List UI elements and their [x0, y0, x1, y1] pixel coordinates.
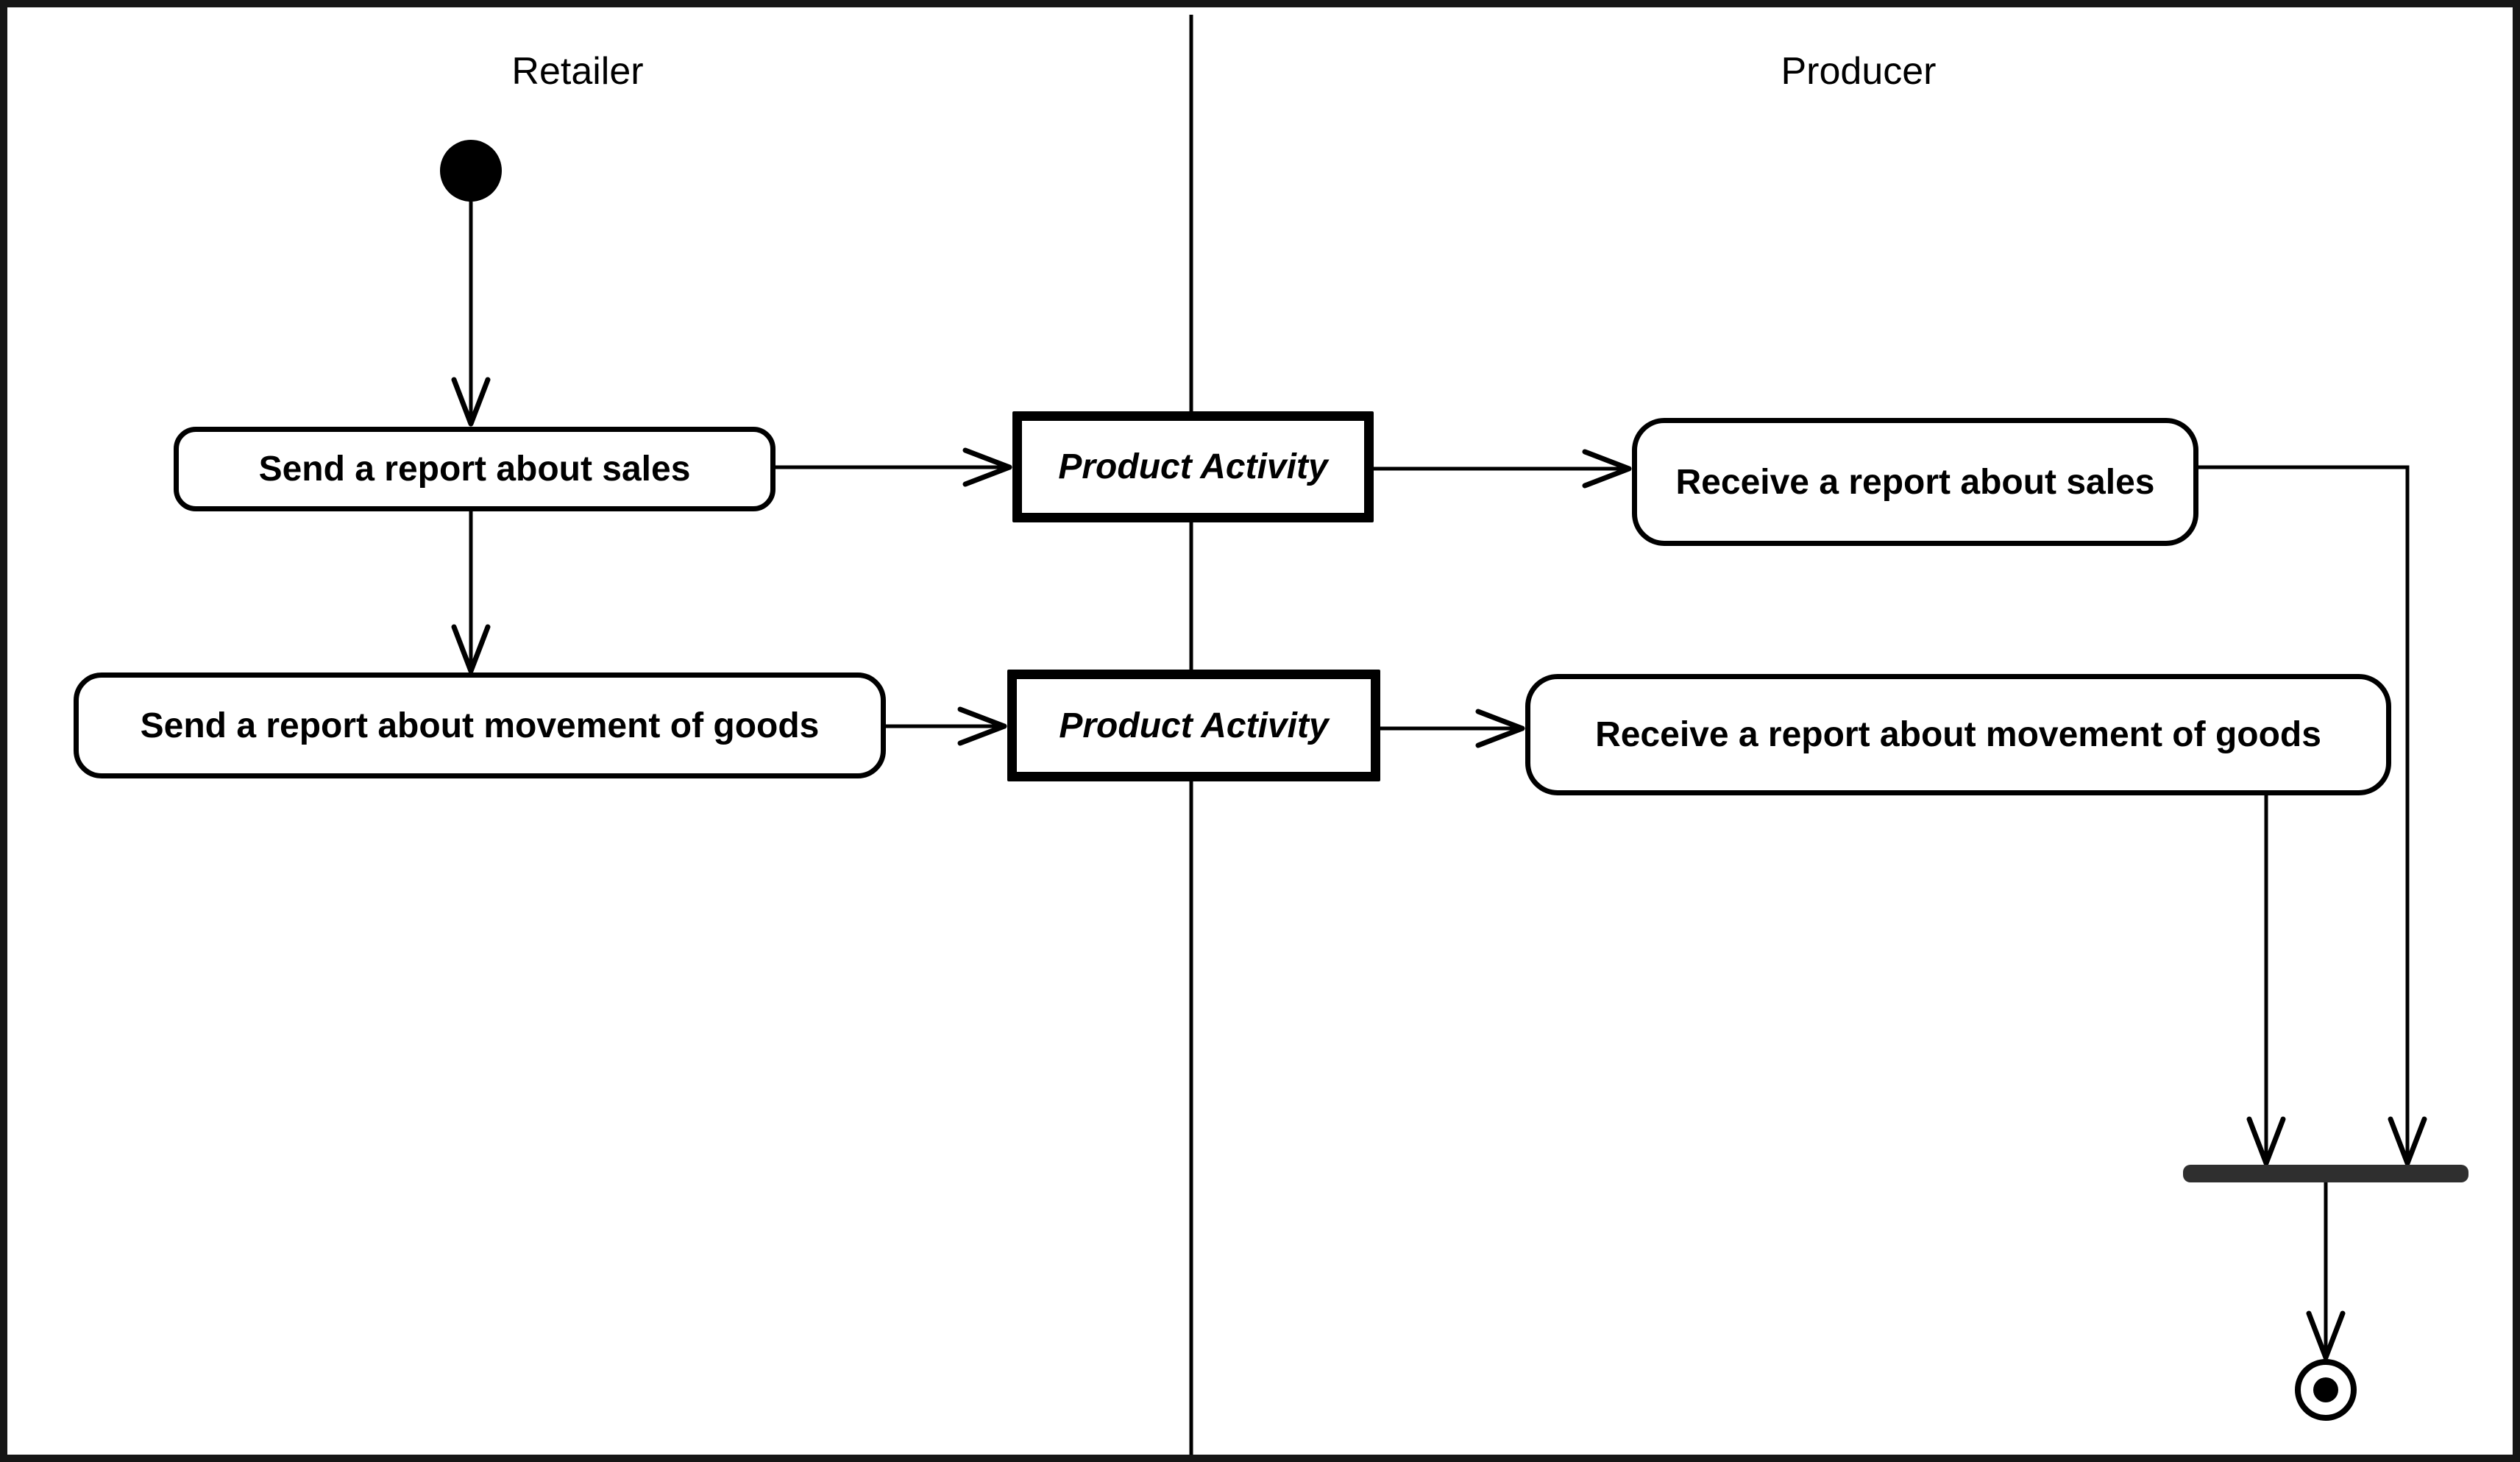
- node-product-activity-1: Product Activity: [1012, 411, 1374, 522]
- arrowhead-down-icon: [2246, 1116, 2286, 1166]
- edge-product-activity-2-to-receive-goods: [1380, 709, 1525, 748]
- edge-send-sales-to-product-activity-1: [775, 447, 1012, 487]
- initial-node: [440, 140, 502, 202]
- edge-initial-to-send-sales: [451, 202, 491, 427]
- arrowhead-down-icon: [2388, 1116, 2427, 1166]
- node-product-activity-2: Product Activity: [1007, 670, 1380, 781]
- arrowhead-down-icon: [451, 377, 491, 427]
- node-send-sales-label: Send a report about sales: [258, 450, 691, 489]
- lane-label-producer: Producer: [1781, 50, 1937, 93]
- edge-product-activity-1-to-receive-sales: [1374, 449, 1632, 489]
- node-receive-goods: Receive a report about movement of goods: [1525, 674, 2391, 795]
- node-receive-sales: Receive a report about sales: [1632, 418, 2198, 546]
- arrowhead-right-icon: [1582, 449, 1632, 489]
- node-send-sales: Send a report about sales: [174, 427, 775, 511]
- join-bar: [2183, 1165, 2468, 1182]
- edge-receive-sales-to-join: [2198, 465, 2427, 1166]
- diagram-shapes-layer: [440, 15, 2468, 1455]
- node-send-goods-label: Send a report about movement of goods: [140, 706, 820, 745]
- node-product-activity-2-label: Product Activity: [1059, 706, 1329, 745]
- final-node: [2295, 1359, 2357, 1421]
- arrowhead-down-icon: [2306, 1310, 2346, 1360]
- edge-join-to-final: [2306, 1182, 2346, 1360]
- edge-send-sales-to-send-goods: [451, 511, 491, 674]
- lane-label-retailer: Retailer: [511, 50, 644, 93]
- arrowhead-right-icon: [1475, 709, 1525, 748]
- edge-send-goods-to-product-activity-2: [886, 706, 1007, 746]
- arrowhead-down-icon: [451, 624, 491, 674]
- node-product-activity-1-label: Product Activity: [1058, 447, 1328, 486]
- node-receive-goods-label: Receive a report about movement of goods: [1595, 715, 2321, 754]
- arrowhead-right-icon: [962, 447, 1012, 487]
- node-send-goods: Send a report about movement of goods: [74, 673, 886, 778]
- arrowhead-right-icon: [957, 706, 1007, 746]
- node-receive-sales-label: Receive a report about sales: [1675, 462, 2155, 502]
- edge-receive-goods-to-join: [2246, 795, 2286, 1166]
